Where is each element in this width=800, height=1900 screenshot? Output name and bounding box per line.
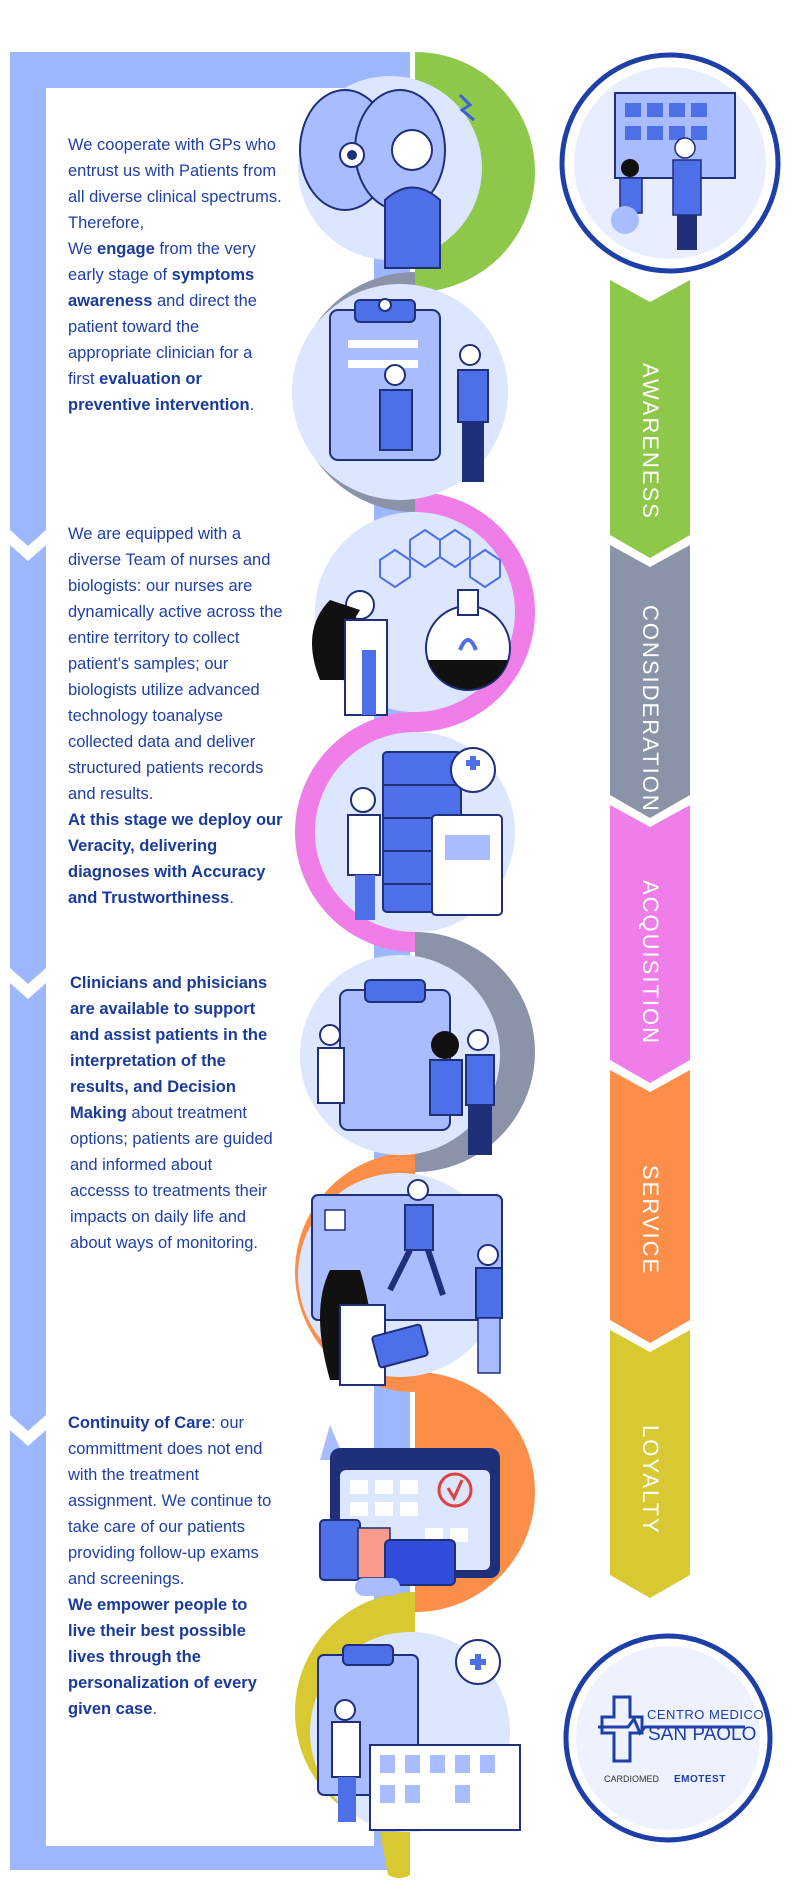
awareness-paragraph-1: We cooperate with GPs who entrust us wit… xyxy=(68,136,282,232)
logo-circle xyxy=(563,1633,773,1843)
stage-label-service: SERVICE xyxy=(638,1165,663,1276)
logo-line-1: CENTRO MEDICO xyxy=(647,1707,764,1722)
stage-label-loyalty: LOYALTY xyxy=(638,1425,663,1535)
rehabilitation-illustration-icon xyxy=(298,1173,503,1386)
acquisition-paragraph-1: We are equipped with a diverse Team of n… xyxy=(68,525,283,803)
loyalty-text-rest: : our committment does not end with the … xyxy=(68,1414,272,1588)
scientist-flask-illustration-icon xyxy=(312,512,515,716)
awareness-text-a: We xyxy=(68,240,98,258)
stage-chevrons xyxy=(610,280,690,1598)
clipboard-team-illustration-icon xyxy=(292,284,508,500)
awareness-bold-engage: engage xyxy=(97,240,155,258)
awareness-text: We cooperate with GPs who entrust us wit… xyxy=(68,132,283,418)
calendar-checkup-illustration-icon xyxy=(319,1425,500,1596)
service-bold-clinicians: Clinicians and phisicians are available … xyxy=(70,974,268,1122)
loyalty-text: Continuity of Care: our committment does… xyxy=(68,1410,278,1722)
awareness-text-g: . xyxy=(249,396,255,414)
consideration-chevron xyxy=(610,545,690,818)
loyalty-bold-empower: We empower people to live their best pos… xyxy=(68,1596,257,1718)
awareness-text-e: and direct the patient toward the approp… xyxy=(68,292,257,388)
server-doctor-illustration-icon xyxy=(315,732,515,932)
clinic-building-badge xyxy=(559,52,781,274)
logo-line-2: SAN PAOLO xyxy=(648,1724,757,1745)
hospital-doctor-illustration-icon xyxy=(310,1632,521,1832)
stage-label-consideration: CONSIDERATION xyxy=(638,605,663,813)
acquisition-bold-veracity: At this stage we deploy our Veracity, de… xyxy=(68,811,283,907)
service-chevron xyxy=(610,1070,690,1343)
headache-illustration-icon xyxy=(298,76,482,269)
awareness-bold-evaluation: evaluation or preventive intervention xyxy=(68,370,250,414)
logo-brand-cardiomed: CARDIOMED xyxy=(604,1774,660,1784)
loyalty-chevron xyxy=(610,1330,690,1598)
loyalty-text-end: . xyxy=(152,1700,157,1718)
logo-brand-emotest: EMOTEST xyxy=(674,1774,726,1785)
stage-label-awareness: AWARENESS xyxy=(638,363,663,520)
medical-cross-logo-icon xyxy=(598,1695,745,1763)
awareness-chevron xyxy=(610,280,690,558)
loyalty-bold-continuity: Continuity of Care xyxy=(68,1414,211,1432)
acquisition-chevron xyxy=(610,805,690,1083)
logo-badge: CENTRO MEDICO SAN PAOLO CARDIOMED EMOTES… xyxy=(562,1632,774,1844)
service-text-rest: about treatment options; patients are gu… xyxy=(70,1104,273,1252)
stage-label-acquisition: ACQUISITION xyxy=(638,880,663,1046)
consult-team-illustration-icon xyxy=(300,955,500,1155)
awareness-text-c: from the very early stage of xyxy=(68,240,256,284)
acquisition-text: We are equipped with a diverse Team of n… xyxy=(68,521,288,911)
service-text: Clinicians and phisicians are available … xyxy=(70,970,275,1256)
acquisition-text-end: . xyxy=(229,889,234,907)
awareness-bold-symptoms: symptoms awareness xyxy=(68,266,255,310)
